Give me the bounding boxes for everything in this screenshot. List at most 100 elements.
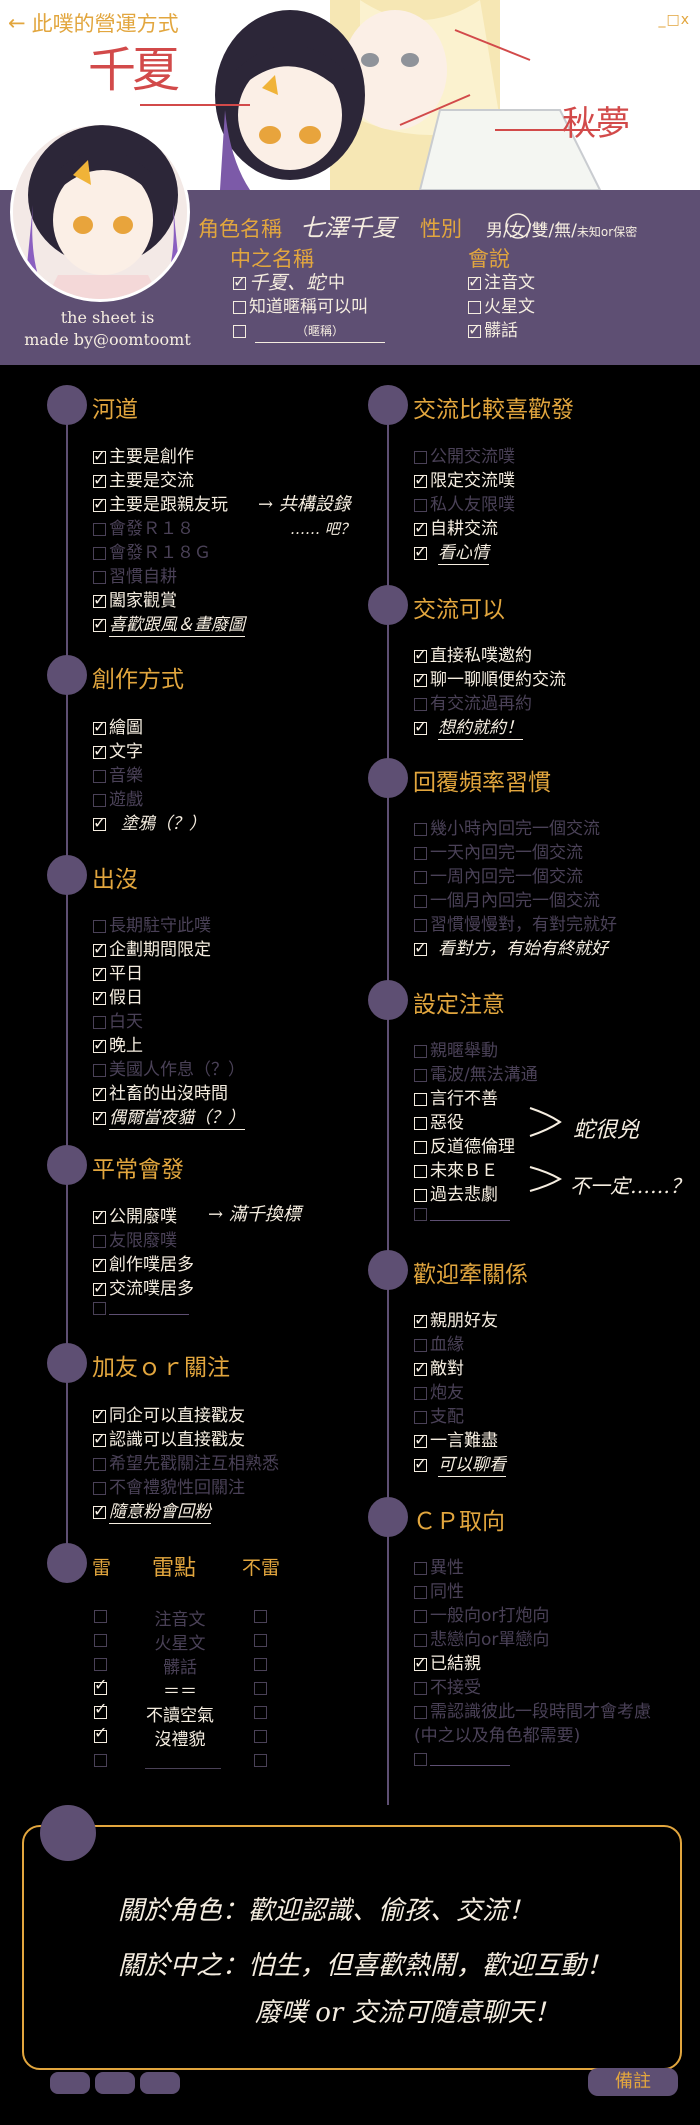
page-dot-button[interactable] xyxy=(140,2072,180,2094)
sheding-option-blank[interactable] xyxy=(414,1208,510,1221)
huifu-option[interactable]: 看對方，有始有終就好 xyxy=(414,937,608,960)
cp-option[interactable]: 需認識彼此一段時間才會考慮 xyxy=(414,1701,651,1723)
mine-checkbox[interactable] xyxy=(94,1754,107,1767)
hedao-option[interactable]: 習慣自耕 xyxy=(93,566,177,588)
page-dot-button[interactable] xyxy=(95,2072,135,2094)
speak-option-2[interactable]: 火星文 xyxy=(468,296,535,318)
huifu-option[interactable]: 一個月內回完一個交流 xyxy=(414,890,600,912)
hedao-option[interactable]: 喜歡跟風＆畫廢圖 xyxy=(93,613,245,637)
chuangzuo-option[interactable]: 塗鴉（？） xyxy=(93,812,206,835)
hedao-option[interactable]: 會發Ｒ１８Ｇ xyxy=(93,542,211,564)
keyi-option[interactable]: 有交流過再約 xyxy=(414,693,532,715)
safe-checkbox[interactable] xyxy=(254,1730,267,1743)
sheding-option[interactable]: 反道德倫理 xyxy=(414,1136,515,1158)
chumo-option[interactable]: 晚上 xyxy=(93,1034,143,1057)
huifu-option[interactable]: 一天內回完一個交流 xyxy=(414,842,583,864)
jiaoliu-option[interactable]: 自耕交流 xyxy=(414,517,498,540)
sheding-option[interactable]: 未來ＢＥ xyxy=(414,1160,498,1182)
mine-checkbox[interactable] xyxy=(94,1723,107,1743)
safe-checkbox[interactable] xyxy=(254,1658,267,1671)
chuangzuo-option[interactable]: 文字 xyxy=(93,740,143,763)
page-dot-button[interactable] xyxy=(50,2072,90,2094)
hedao-option[interactable]: 主要是跟親友玩 xyxy=(93,493,228,516)
huanying-option[interactable]: 炮友 xyxy=(414,1382,464,1404)
pingchang-option[interactable]: 友限廢噗 xyxy=(93,1230,177,1252)
checkbox-icon xyxy=(468,300,481,314)
cp-option[interactable]: 悲戀向or單戀向 xyxy=(414,1629,549,1651)
safe-checkbox[interactable] xyxy=(254,1706,267,1719)
chumo-option[interactable]: 假日 xyxy=(93,986,143,1009)
cp-option[interactable]: 不接受 xyxy=(414,1677,481,1699)
hedao-option[interactable]: 主要是創作 xyxy=(93,445,194,468)
safe-checkbox[interactable] xyxy=(254,1682,267,1695)
safe-checkbox[interactable] xyxy=(254,1634,267,1647)
sheding-option[interactable]: 惡役 xyxy=(414,1112,464,1134)
cp-option[interactable]: 同性 xyxy=(414,1581,464,1603)
mine-checkbox[interactable] xyxy=(94,1699,107,1719)
speak-option-3[interactable]: 髒話 xyxy=(468,319,518,342)
pingchang-option[interactable]: 創作噗居多 xyxy=(93,1253,194,1276)
nickname-option-3[interactable]: （暱稱） xyxy=(233,320,385,343)
chuangzuo-option[interactable]: 遊戲 xyxy=(93,789,143,811)
huanying-option[interactable]: 血緣 xyxy=(414,1334,464,1356)
chumo-option[interactable]: 平日 xyxy=(93,962,143,985)
keyi-option[interactable]: 直接私噗邀約 xyxy=(414,644,532,667)
chumo-option[interactable]: 企劃期間限定 xyxy=(93,938,211,961)
huanying-option[interactable]: 一言難盡 xyxy=(414,1429,498,1452)
nickname-option-1[interactable]: 千夏、蛇 中 xyxy=(233,271,345,294)
chuangzuo-option[interactable]: 音樂 xyxy=(93,765,143,787)
jiayou-option[interactable]: 希望先戳關注互相熟悉 xyxy=(93,1453,279,1475)
huanying-option[interactable]: 親朋好友 xyxy=(414,1309,498,1332)
sheding-option[interactable]: 過去悲劇 xyxy=(414,1184,498,1206)
mine-checkbox[interactable] xyxy=(94,1658,107,1671)
hedao-option[interactable]: 會發Ｒ１８ xyxy=(93,518,194,540)
safe-checkbox[interactable] xyxy=(254,1754,267,1767)
speak-option-1[interactable]: 注音文 xyxy=(468,271,535,294)
remark-button[interactable]: 備註 xyxy=(588,2068,678,2096)
sheding-option[interactable]: 言行不善 xyxy=(414,1088,498,1110)
section-dot xyxy=(47,655,87,695)
hedao-option[interactable]: 闔家觀賞 xyxy=(93,589,177,612)
jiaoliu-option[interactable]: 公開交流噗 xyxy=(414,446,515,468)
huanying-option[interactable]: 敵對 xyxy=(414,1357,464,1380)
cp-option[interactable]: 異性 xyxy=(414,1557,464,1579)
huifu-option[interactable]: 習慣慢慢對，有對完就好 xyxy=(414,914,617,936)
chuangzuo-option[interactable]: 繪圖 xyxy=(93,716,143,739)
jiaoliu-option[interactable]: 限定交流噗 xyxy=(414,469,515,492)
chumo-option[interactable]: 偶爾當夜貓（？） xyxy=(93,1106,245,1130)
sheding-option[interactable]: 電波/無法溝通 xyxy=(414,1064,538,1086)
cp-option-blank[interactable] xyxy=(414,1753,510,1766)
jiayou-option[interactable]: 隨意粉會回粉 xyxy=(93,1500,211,1524)
jiayou-option[interactable]: 認識可以直接戳友 xyxy=(93,1428,245,1451)
jiayou-option[interactable]: 同企可以直接戳友 xyxy=(93,1404,245,1427)
huifu-option[interactable]: 一周內回完一個交流 xyxy=(414,866,583,888)
chumo-option[interactable]: 美國人作息（？） xyxy=(93,1059,245,1081)
huifu-option[interactable]: 幾小時內回完一個交流 xyxy=(414,818,600,840)
back-arrow-icon[interactable]: ← xyxy=(8,11,26,35)
jiaoliu-option[interactable]: 私人友限噗 xyxy=(414,494,515,516)
pingchang-option[interactable]: 公開廢噗 xyxy=(93,1205,177,1228)
keyi-option[interactable]: 想約就約！ xyxy=(414,716,523,740)
mine-row-blank[interactable] xyxy=(145,1768,221,1769)
chumo-option[interactable]: 長期駐守此噗 xyxy=(93,915,211,937)
sheding-option[interactable]: 親暱舉動 xyxy=(414,1040,498,1062)
cp-option[interactable]: 一般向or打炮向 xyxy=(414,1605,549,1627)
pingchang-option-blank[interactable] xyxy=(93,1302,189,1315)
hedao-option[interactable]: 主要是交流 xyxy=(93,469,194,492)
pingchang-option[interactable]: 交流噗居多 xyxy=(93,1277,194,1300)
mine-checkbox[interactable] xyxy=(94,1634,107,1647)
mine-checkbox[interactable] xyxy=(94,1675,107,1695)
chumo-option[interactable]: 社畜的出沒時間 xyxy=(93,1082,228,1105)
handwritten-name-left: 千夏 xyxy=(88,42,180,98)
nickname-option-2[interactable]: 知道暱稱可以叫 xyxy=(233,296,368,318)
mine-checkbox[interactable] xyxy=(94,1610,107,1623)
jiayou-option[interactable]: 不會禮貌性回關注 xyxy=(93,1477,245,1499)
huanying-option[interactable]: 可以聊看 xyxy=(414,1453,506,1477)
jiaoliu-option[interactable]: 看心情 xyxy=(414,541,489,565)
huanying-option[interactable]: 支配 xyxy=(414,1406,464,1428)
cp-option[interactable]: 已結親 xyxy=(414,1652,481,1675)
window-controls-icon[interactable]: _□x xyxy=(658,12,690,28)
chumo-option[interactable]: 白天 xyxy=(93,1011,143,1033)
keyi-option[interactable]: 聊一聊順便約交流 xyxy=(414,668,566,691)
safe-checkbox[interactable] xyxy=(254,1610,267,1623)
